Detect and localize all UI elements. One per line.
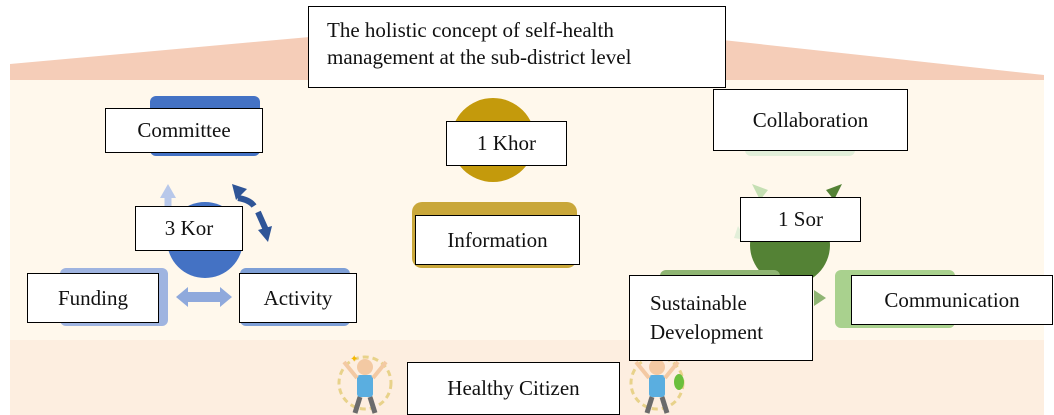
arrow-up-left-head: [160, 184, 176, 198]
arrow-green-lower: [814, 290, 826, 306]
svg-text:✦: ✦: [350, 354, 358, 365]
arrow-down-right: [255, 210, 269, 232]
arrow-green-right: [826, 184, 842, 200]
arrow-up-right: [237, 195, 257, 208]
healthy-citizen-label: Healthy Citizen: [407, 362, 620, 415]
information-label: Information: [415, 215, 580, 265]
sor-label: 1 Sor: [740, 197, 861, 242]
arrow-green-left: [752, 184, 768, 200]
person-icon-left: ✦: [337, 354, 393, 414]
activity-label: Activity: [239, 273, 357, 323]
double-arrow-funding-activity: [176, 287, 232, 307]
funding-label: Funding: [27, 273, 159, 323]
arrow-down-right-head: [258, 226, 272, 242]
collaboration-label: Collaboration: [713, 89, 908, 151]
khor-label: 1 Khor: [446, 121, 567, 166]
kor-label: 3 Kor: [135, 206, 243, 251]
arrow-up-right-head: [232, 184, 247, 200]
committee-label: Committee: [105, 108, 263, 153]
person-icon-right: [629, 355, 685, 414]
communication-label: Communication: [851, 275, 1053, 325]
sustainable-label: Sustainable Development: [629, 275, 813, 361]
diagram-title: The holistic concept of self-health mana…: [308, 6, 726, 88]
